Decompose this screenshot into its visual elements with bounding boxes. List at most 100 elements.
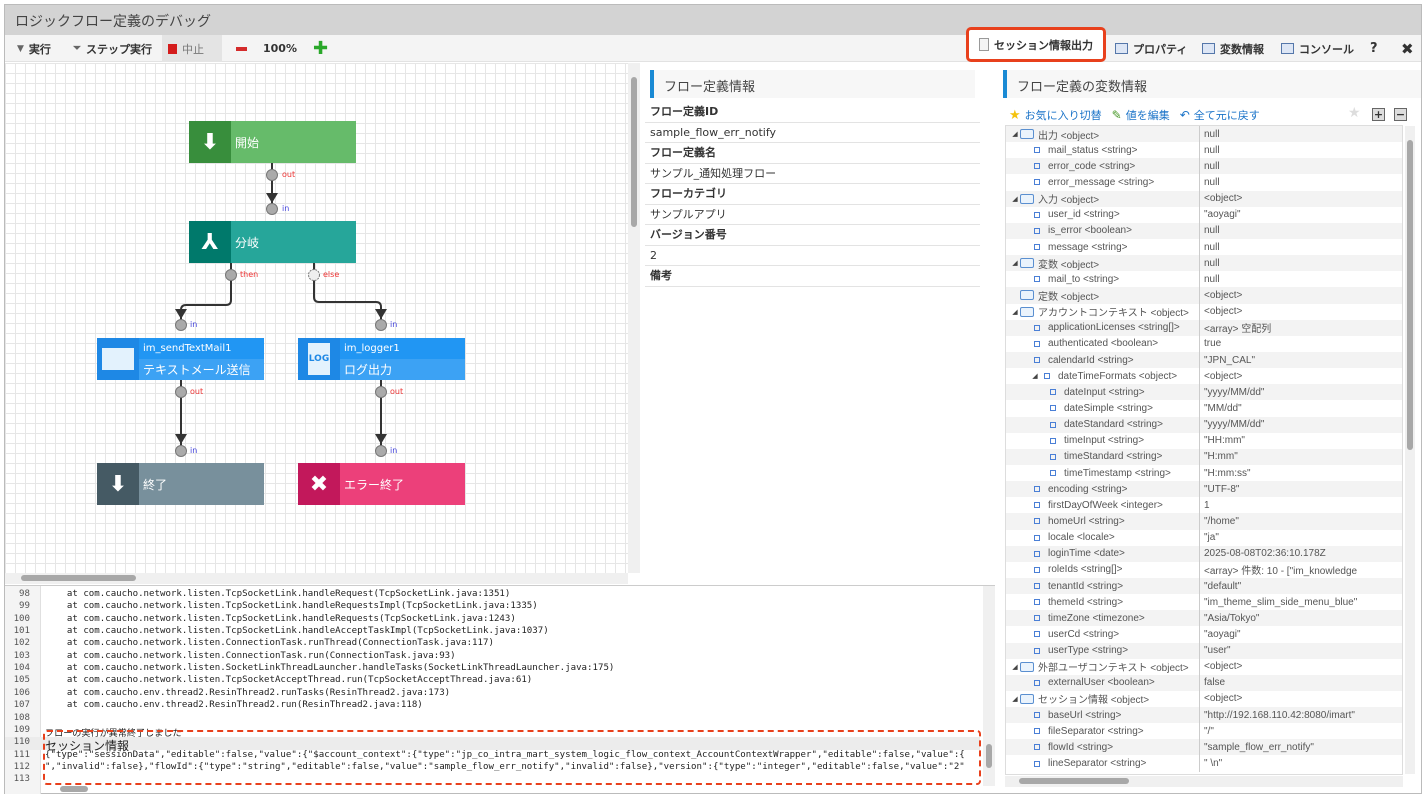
variable-name: user_id <string> [1048, 209, 1120, 221]
expand-toggle-icon[interactable]: ◢ [1012, 663, 1018, 671]
edit-value-button[interactable]: ✎値を編集 [1111, 108, 1170, 122]
property-label: フロー定義ID [645, 102, 980, 123]
variable-row[interactable]: authenticated <boolean>true [1006, 335, 1402, 352]
variable-row[interactable]: ◢入力 <object><object> [1006, 190, 1402, 207]
line-text [35, 713, 45, 725]
variable-row[interactable]: firstDayOfWeek <integer>1 [1006, 497, 1402, 514]
arrow-head [375, 309, 387, 319]
variable-row[interactable]: message <string>null [1006, 238, 1402, 256]
variable-row[interactable]: mail_to <string>null [1006, 271, 1402, 288]
branch-icon: ⅄ [189, 221, 231, 263]
node-branch[interactable]: ⅄分岐 [189, 221, 356, 263]
variable-row[interactable]: fileSeparator <string>"/" [1006, 723, 1402, 740]
console-button[interactable]: コンソール [1275, 35, 1360, 62]
variable-name: locale <locale> [1048, 532, 1115, 544]
variable-row[interactable]: ◢アカウントコンテキスト <object><object> [1006, 303, 1402, 320]
variable-row[interactable]: timeTimestamp <string>"H:mm:ss" [1006, 464, 1402, 482]
variable-row[interactable]: ◢変数 <object>null [1006, 255, 1402, 272]
expand-all-icon[interactable]: + [1372, 108, 1385, 121]
variable-value: "http://192.168.110.42:8080/imart" [1204, 709, 1355, 721]
variable-name: 変数 <object> [1038, 259, 1100, 271]
variable-row[interactable]: mail_status <string>null [1006, 142, 1402, 159]
node-end[interactable]: ⬇終了 [97, 463, 264, 505]
field-icon [1034, 179, 1040, 186]
variable-row[interactable]: timeZone <timezone>"Asia/Tokyo" [1006, 610, 1402, 627]
variable-row[interactable]: userCd <string>"aoyagi" [1006, 626, 1402, 643]
expand-toggle-icon[interactable]: ◢ [1032, 373, 1038, 381]
canvas-vertical-scrollbar[interactable] [628, 63, 640, 573]
favorite-star-icon[interactable]: ★ [1348, 105, 1361, 121]
expand-toggle-icon[interactable]: ◢ [1012, 195, 1018, 203]
variable-row[interactable]: 定数 <object><object> [1006, 287, 1402, 304]
reset-all-button[interactable]: ↶全て元に戻す [1179, 108, 1260, 122]
field-icon [1034, 647, 1040, 654]
port-out [175, 386, 187, 398]
variable-row[interactable]: calendarId <string>"JPN_CAL" [1006, 351, 1402, 369]
variables-button[interactable]: 変数情報 [1196, 35, 1270, 62]
variable-row[interactable]: userType <string>"user" [1006, 642, 1402, 659]
run-button[interactable]: ▼実行 [17, 42, 51, 56]
undo-icon: ↶ [1179, 108, 1190, 122]
collapse-all-icon[interactable]: − [1394, 108, 1407, 121]
help-button[interactable]: ? [1370, 41, 1378, 56]
session-output-button[interactable]: セッション情報出力 [966, 27, 1106, 62]
variable-value: <object> [1204, 306, 1243, 318]
expand-toggle-icon[interactable]: ◢ [1012, 260, 1018, 268]
variable-row[interactable]: applicationLicenses <string[]><array> 空配… [1006, 319, 1402, 336]
favorite-toggle-button[interactable]: ★お気に入り切替 [1009, 107, 1102, 123]
variable-row[interactable]: locale <locale>"ja" [1006, 529, 1402, 546]
field-icon [1034, 583, 1040, 589]
expand-toggle-icon[interactable]: ◢ [1012, 308, 1018, 316]
variable-row[interactable]: error_message <string>null [1006, 174, 1402, 191]
expand-toggle-icon[interactable]: ◢ [1012, 131, 1018, 139]
console-line: 103 at com.caucho.network.listen.Connect… [5, 651, 456, 663]
zoom-out-button[interactable] [230, 35, 253, 62]
canvas-horizontal-scrollbar[interactable] [5, 573, 628, 584]
variable-row[interactable]: user_id <string>"aoyagi" [1006, 206, 1402, 223]
variable-value: null [1204, 176, 1220, 188]
field-icon [1034, 712, 1040, 719]
node-start[interactable]: ⬇開始 [189, 121, 356, 163]
variable-row[interactable]: timeStandard <string>"H:mm" [1006, 448, 1402, 465]
variable-row[interactable]: externalUser <boolean>false [1006, 674, 1402, 691]
variable-row[interactable]: encoding <string>"UTF-8" [1006, 481, 1402, 498]
variable-row[interactable]: ◢セッション情報 <object><object> [1006, 690, 1402, 708]
variable-row[interactable]: dateSimple <string>"MM/dd" [1006, 400, 1402, 417]
variable-row[interactable]: ◢出力 <object>null [1006, 126, 1402, 143]
variable-row[interactable]: dateStandard <string>"yyyy/MM/dd" [1006, 416, 1402, 433]
variable-value: false [1204, 677, 1226, 689]
zoom-in-button[interactable]: ✚ [307, 35, 334, 62]
step-run-button[interactable]: ⏷ステップ実行 [73, 42, 152, 56]
tree-vertical-scrollbar[interactable] [1405, 126, 1415, 774]
variable-row[interactable]: themeId <string>"im_theme_slim_side_menu… [1006, 594, 1402, 611]
variable-row[interactable]: lineSeparator <string>" \n" [1006, 755, 1402, 772]
variable-row[interactable]: baseUrl <string>"http://192.168.110.42:8… [1006, 707, 1402, 724]
variable-row[interactable]: roleIds <string[]><array> 件数: 10 - ["im_… [1006, 561, 1402, 578]
variable-row[interactable]: homeUrl <string>"/home" [1006, 513, 1402, 530]
properties-button[interactable]: プロパティ [1109, 35, 1193, 62]
line-text: at com.caucho.env.thread2.ResinThread2.r… [45, 700, 423, 711]
object-icon [1020, 693, 1034, 704]
console-vertical-scrollbar[interactable] [983, 586, 995, 786]
variable-row[interactable]: loginTime <date>2025-08-08T02:36:10.178Z [1006, 545, 1402, 562]
variable-row[interactable]: dateInput <string>"yyyy/MM/dd" [1006, 384, 1402, 401]
variable-row[interactable]: is_error <boolean>null [1006, 222, 1402, 239]
node-error-end[interactable]: ✖エラー終了 [298, 463, 465, 505]
variable-name: 外部ユーザコンテキスト <object> [1038, 663, 1189, 675]
variable-row[interactable]: timeInput <string>"HH:mm" [1006, 432, 1402, 449]
variable-row[interactable]: ◢dateTimeFormats <object><object> [1006, 368, 1402, 385]
variable-row[interactable]: tenantId <string>"default" [1006, 577, 1402, 595]
tree-horizontal-scrollbar[interactable] [1005, 776, 1403, 787]
console-icon [1281, 43, 1294, 54]
console-horizontal-scrollbar[interactable] [60, 786, 100, 792]
close-button[interactable]: ✖ [1395, 35, 1420, 62]
variable-row[interactable]: flowId <string>"sample_flow_err_notify" [1006, 739, 1402, 756]
expand-toggle-icon[interactable]: ◢ [1012, 695, 1018, 703]
variable-row[interactable]: error_code <string>null [1006, 158, 1402, 175]
stop-button[interactable]: 中止 [162, 35, 222, 62]
variable-row[interactable]: ◢外部ユーザコンテキスト <object><object> [1006, 658, 1402, 675]
console-panel[interactable]: 98 at com.caucho.network.listen.TcpSocke… [5, 585, 995, 794]
